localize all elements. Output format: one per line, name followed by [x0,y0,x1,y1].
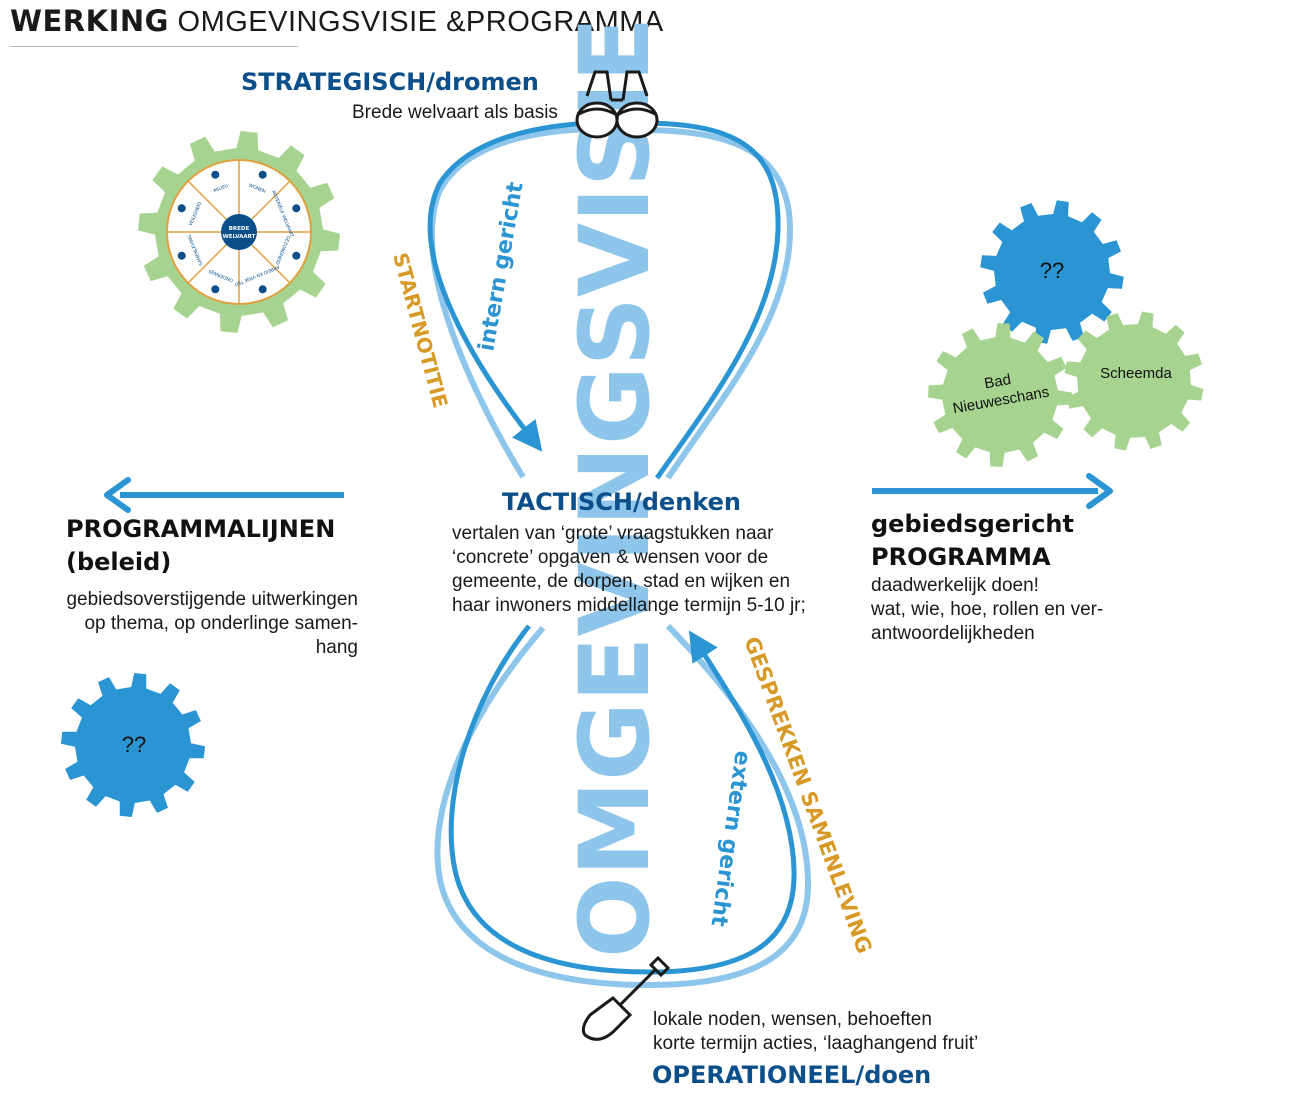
welvaart-segment-icon [211,285,220,294]
gebiedsgericht-text: daadwerkelijk doen! wat, wie, hoe, rolle… [871,574,1151,646]
extern-gericht-label: extern gericht [705,749,754,928]
scheemda-gear: Scheemda [1064,311,1204,451]
gsvisie-vertical-label: GSVISIE [559,17,671,445]
operationeel-text: lokale noden, wensen, behoeften korte te… [653,1008,1013,1056]
welvaart-segment-icon [177,251,186,260]
unknown-gear-left: ?? [61,673,205,817]
welvaart-segment-icon [177,204,186,213]
gebiedsgericht-title-line2: PROGRAMMA [871,543,1051,571]
startnotitie-label: STARTNOTITIE [388,250,453,410]
omgevin-vertical-label: OMGEVIN [559,446,671,958]
operationeel-line2: korte termijn acties, ‘laaghangend fruit… [653,1033,979,1054]
operationeel-title: OPERATIONEEL/doen [652,1061,932,1089]
unknown-gear-right-label: ?? [1040,258,1064,283]
left-arrow-head [104,477,131,513]
programmalijnen-line3: hang [315,637,358,658]
title-rest: OMGEVINGSVISIE &PROGRAMMA [168,6,664,38]
unknown-gear-right: ?? [980,200,1124,344]
lower-loop-light [434,623,812,989]
welvaart-segment-label: MILIEU [213,183,229,194]
welvaart-segment-icon [292,251,301,260]
welvaart-segment-icon [211,170,220,179]
tactisch-text: vertalen van ‘grote’ vraagstukken naar ‘… [452,523,806,616]
programmalijnen-title: PROGRAMMALIJNEN (beleid) [66,513,386,579]
welvaart-segment-icon [258,285,267,294]
strategisch-subtitle: Brede welvaart als basis [352,102,558,123]
programmalijnen-title-line1: PROGRAMMALIJNEN [66,515,336,543]
right-arrow-head [1086,473,1113,509]
gebiedsgericht-line3: antwoordelijkheden [871,623,1035,644]
welvaart-segment-icon [292,204,301,213]
intern-gericht-label: intern gericht [474,180,528,353]
bad-label-line1: Bad [983,371,1012,392]
scheemda-label: Scheemda [1100,365,1172,382]
gebiedsgericht-title-line1: gebiedsgericht [871,510,1074,538]
tactisch-title: TACTISCH/denken [502,488,741,516]
programmalijnen-line2: op thema, op onderlinge samen- [84,613,358,634]
title-underline [10,46,298,47]
operationeel-line1: lokale noden, wensen, behoeften [653,1009,932,1030]
programmalijnen-text: gebiedsoverstijgende uitwerkingen op the… [40,588,358,660]
welvaart-center-line1: BREDE [229,226,250,232]
lower-loop-dark [448,624,797,975]
gebiedsgericht-title: gebiedsgericht PROGRAMMA [871,508,1191,574]
programmalijnen-line1: gebiedsoverstijgende uitwerkingen [66,589,358,610]
gebiedsgericht-line2: wat, wie, hoe, rollen en ver- [871,599,1104,620]
bad-nieuweschans-gear: Bad Nieuweschans [928,323,1072,467]
gebiedsgericht-line1: daadwerkelijk doen! [871,575,1039,596]
page-title: WERKING OMGEVINGSVISIE &PROGRAMMA [10,4,664,39]
binoculars-icon [575,70,659,139]
welvaart-segment-icon [258,170,267,179]
strategisch-title: STRATEGISCH/dromen [241,68,539,96]
welvaart-center-line2: WELVAART [223,234,256,240]
programmalijnen-title-line2: (beleid) [66,548,172,576]
title-bold: WERKING [10,4,169,38]
unknown-gear-left-label: ?? [122,732,146,757]
shovel-icon [581,955,671,1041]
